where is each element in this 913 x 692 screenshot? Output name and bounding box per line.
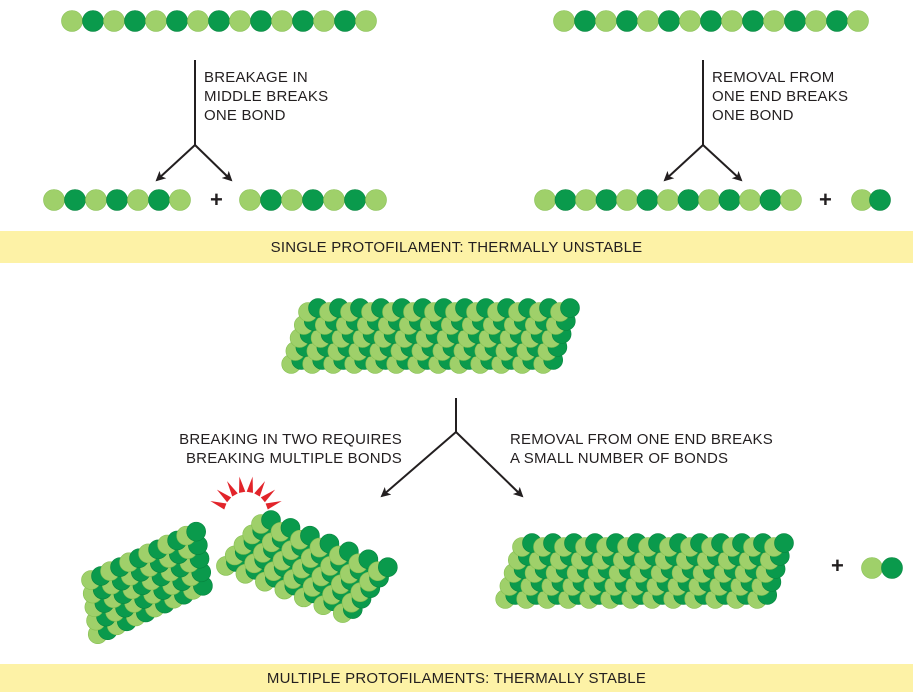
light-subunit xyxy=(721,10,743,32)
arrow-head-right-a xyxy=(663,144,704,182)
dark-subunit xyxy=(250,10,272,32)
light-subunit xyxy=(271,10,293,32)
light-subunit xyxy=(187,10,209,32)
light-subunit xyxy=(61,10,83,32)
arrow-head-left-b xyxy=(194,144,233,182)
burst-spike xyxy=(254,481,265,497)
dark-subunit xyxy=(742,10,764,32)
dark-subunit xyxy=(616,10,638,32)
dark-subunit xyxy=(64,189,86,211)
dark-subunit xyxy=(881,557,903,579)
burst-spike xyxy=(246,476,253,493)
light-subunit xyxy=(365,189,387,211)
single-protofilament-band: SINGLE PROTOFILAMENT: THERMALLY UNSTABLE xyxy=(0,231,913,263)
light-subunit xyxy=(229,10,251,32)
light-subunit xyxy=(637,10,659,32)
dark-subunit xyxy=(677,189,700,211)
single-protofilament-left xyxy=(61,10,377,32)
dark-subunit xyxy=(124,10,146,32)
dark-subunit xyxy=(260,189,282,211)
light-subunit xyxy=(85,189,107,211)
light-subunit xyxy=(103,10,125,32)
dark-subunit xyxy=(166,10,188,32)
dark-subunit xyxy=(826,10,848,32)
light-subunit xyxy=(657,189,679,211)
dark-subunit xyxy=(560,298,580,318)
burst-spike xyxy=(216,489,232,503)
burst-spike xyxy=(210,501,227,510)
plus-sign-left: + xyxy=(210,187,223,212)
light-subunit xyxy=(43,189,65,211)
light-subunit xyxy=(281,189,303,211)
dark-subunit xyxy=(208,10,230,32)
multi-protofilament-sheet xyxy=(281,298,580,374)
dark-subunit xyxy=(595,189,618,211)
light-subunit xyxy=(679,10,701,32)
protofilament-pieces xyxy=(43,189,891,211)
light-subunit xyxy=(780,189,802,211)
dark-subunit xyxy=(784,10,806,32)
dark-subunit xyxy=(658,10,680,32)
dark-subunit xyxy=(292,10,314,32)
removal-end-label: REMOVAL FROM ONE END BREAKS ONE BOND xyxy=(712,69,849,124)
light-subunit xyxy=(534,189,556,211)
dark-subunit xyxy=(186,521,206,542)
light-subunit xyxy=(127,189,149,211)
dark-subunit xyxy=(636,189,659,211)
light-subunit xyxy=(575,189,597,211)
arrow-head-bottom-a xyxy=(380,431,457,498)
light-subunit xyxy=(698,189,720,211)
dark-subunit xyxy=(774,533,794,553)
burst-spike xyxy=(260,489,276,503)
light-subunit xyxy=(616,189,638,211)
arrows xyxy=(155,60,743,498)
dark-subunit xyxy=(344,189,366,211)
arrow-head-bottom-b xyxy=(455,431,524,498)
bond-break-burst xyxy=(210,476,282,510)
light-subunit xyxy=(145,10,167,32)
light-subunit xyxy=(763,10,785,32)
light-subunit xyxy=(739,189,761,211)
light-subunit xyxy=(239,189,261,211)
arrow-head-right-b xyxy=(702,144,743,182)
light-subunit xyxy=(595,10,617,32)
single-protofilament-right xyxy=(553,10,869,32)
dark-subunit xyxy=(869,189,891,211)
dark-subunit xyxy=(574,10,596,32)
dark-subunit xyxy=(302,189,324,211)
arrow-head-left-a xyxy=(155,144,196,182)
dark-subunit xyxy=(759,189,782,211)
burst-spike xyxy=(265,501,282,510)
burst-spike xyxy=(227,481,238,497)
broken-sheet xyxy=(81,510,398,645)
removal-multi-label: REMOVAL FROM ONE END BREAKS A SMALL NUMB… xyxy=(510,431,773,467)
light-subunit xyxy=(553,10,575,32)
light-subunit xyxy=(861,557,883,579)
light-subunit xyxy=(323,189,345,211)
plus-sign-right: + xyxy=(819,187,832,212)
burst-spike xyxy=(239,476,246,493)
light-subunit xyxy=(847,10,869,32)
light-subunit xyxy=(169,189,191,211)
dark-subunit xyxy=(378,557,398,578)
light-subunit xyxy=(355,10,377,32)
breaking-two-label: BREAKING IN TWO REQUIRES BREAKING MULTIP… xyxy=(179,431,402,467)
dark-subunit xyxy=(718,189,741,211)
multiple-protofilaments-band: MULTIPLE PROTOFILAMENTS: THERMALLY STABL… xyxy=(0,664,913,692)
dark-subunit xyxy=(106,189,128,211)
shortened-sheet xyxy=(495,533,903,609)
plus-sign-bottom: + xyxy=(831,553,844,578)
dark-subunit xyxy=(700,10,722,32)
light-subunit xyxy=(805,10,827,32)
dark-subunit xyxy=(334,10,356,32)
dark-subunit xyxy=(554,189,577,211)
dark-subunit xyxy=(148,189,170,211)
light-subunit xyxy=(313,10,335,32)
dark-subunit xyxy=(82,10,104,32)
breakage-middle-label: BREAKAGE IN MIDDLE BREAKS ONE BOND xyxy=(204,69,329,124)
